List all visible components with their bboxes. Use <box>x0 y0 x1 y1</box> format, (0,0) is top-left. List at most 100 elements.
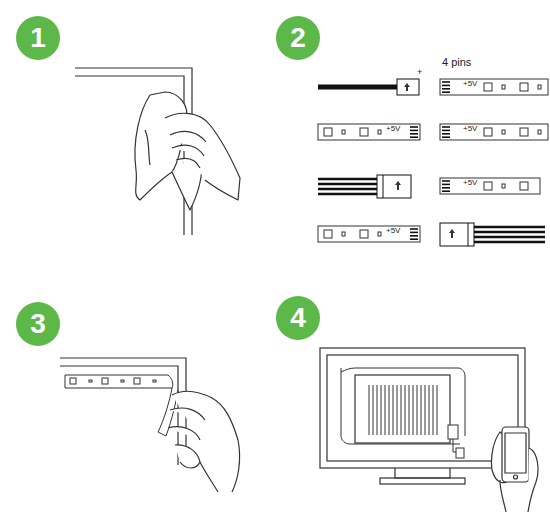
led-strip <box>442 126 450 128</box>
led-strip <box>484 128 492 136</box>
led-strip <box>410 130 418 132</box>
television <box>355 375 450 443</box>
led-strip <box>410 136 418 138</box>
led-strip <box>538 130 541 134</box>
led-strip <box>360 230 368 238</box>
led-strip <box>442 130 450 132</box>
voltage-label: +5V <box>385 125 401 133</box>
four-wire-cable-left <box>318 183 377 186</box>
step-circle: 3 <box>16 302 60 346</box>
tv-led-strips <box>456 448 464 458</box>
hand-peeling <box>170 408 205 420</box>
adhered-strip <box>65 375 173 388</box>
led-strips <box>318 79 548 242</box>
led-strip <box>484 83 492 91</box>
television <box>395 468 450 478</box>
led-strip <box>324 128 332 136</box>
led-strip <box>442 190 450 192</box>
led-strip <box>410 238 418 240</box>
led-strip <box>442 184 450 186</box>
led-strip <box>360 128 368 136</box>
frame-corner <box>60 366 178 465</box>
four-wire-cable-left <box>383 175 384 198</box>
step-number: 3 <box>30 310 46 338</box>
led-strip <box>342 232 345 236</box>
four-wire-cable-left <box>318 193 377 196</box>
led-strip <box>440 178 540 194</box>
voltage-label: +5V <box>462 80 478 88</box>
adhered-strip <box>65 375 178 436</box>
power-cable <box>404 83 410 91</box>
step-circle: 1 <box>16 16 60 60</box>
led-strip <box>410 235 418 237</box>
led-strip <box>318 124 420 140</box>
tv-led-strips <box>341 372 460 444</box>
step-number: 4 <box>290 304 306 332</box>
step-number: 2 <box>290 24 306 52</box>
led-strip <box>442 88 450 90</box>
television <box>368 385 438 435</box>
adhered-strip <box>134 378 140 384</box>
led-strip <box>324 230 332 238</box>
led-strip <box>520 83 528 91</box>
voltage-label: +5V <box>462 125 478 133</box>
power-cable <box>318 79 419 95</box>
hand-with-cloth <box>176 158 200 168</box>
tv-led-strips <box>341 368 465 436</box>
hand-with-phone <box>500 480 506 512</box>
led-strip <box>318 124 420 140</box>
television <box>380 478 465 484</box>
step-circle: 2 <box>276 16 320 60</box>
hand-with-cloth <box>135 92 240 210</box>
led-strip <box>378 130 381 134</box>
voltage-label: +5V <box>385 227 401 235</box>
four-wire-cable-left <box>395 181 401 190</box>
tv-led-strips <box>341 368 465 458</box>
hand-with-cloth <box>172 145 204 156</box>
hand-with-cloth <box>170 131 206 142</box>
led-strip <box>502 130 505 134</box>
led-strip <box>410 133 418 135</box>
led-strip <box>440 178 540 194</box>
led-strip <box>442 91 450 93</box>
television <box>327 355 518 461</box>
led-strip <box>440 79 548 95</box>
led-strip <box>502 184 505 188</box>
four-wire-cable-left <box>377 175 411 198</box>
led-strip <box>318 226 420 242</box>
led-strip <box>318 226 420 242</box>
tv-led-strips <box>448 425 458 439</box>
led-strip <box>440 124 548 140</box>
led-strip <box>440 79 548 95</box>
led-strip <box>442 85 450 87</box>
power-cable <box>397 79 419 95</box>
four-wire-cable-right <box>474 241 545 244</box>
four-wire-cable-right <box>474 236 545 239</box>
led-strip <box>410 228 418 230</box>
adhered-strip <box>70 378 76 384</box>
hand-peeling <box>172 391 240 492</box>
four-wire-cable-left <box>318 178 377 181</box>
hand-with-cloth <box>145 130 150 165</box>
frame-corner <box>60 358 186 465</box>
four-wire-cable-right <box>440 223 474 246</box>
hand-peeling <box>200 462 218 492</box>
voltage-label: +5V <box>462 179 478 187</box>
four-wire-cable-right <box>449 229 455 238</box>
led-strip <box>538 85 541 89</box>
four-wire-cable-left <box>318 188 377 191</box>
pin-count-label: 4 pins <box>442 57 471 68</box>
hand-with-phone <box>514 475 518 479</box>
four-wire-cable-right <box>468 223 469 246</box>
hand-peeling <box>175 445 200 468</box>
four-wire-cable-right <box>474 231 545 234</box>
four-wire-cable-left <box>318 175 411 198</box>
led-strip <box>410 232 418 234</box>
hand-peeling <box>168 427 200 440</box>
led-strip <box>442 133 450 135</box>
four-wire-cable-right <box>440 223 545 246</box>
hand-with-phone <box>502 427 529 482</box>
adhered-strip <box>102 378 108 384</box>
